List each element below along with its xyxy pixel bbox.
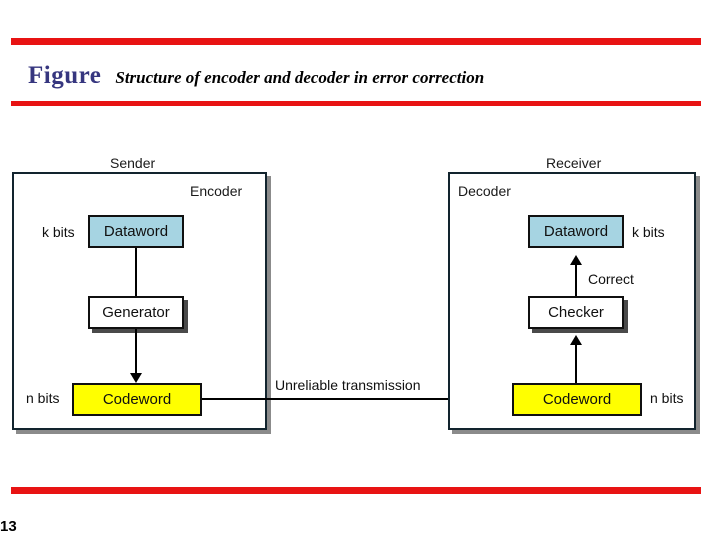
receiver-n-bits-label: n bits [650,390,684,406]
slide-title: Figure Structure of encoder and decoder … [28,62,484,96]
page-number: 13 [0,518,17,535]
receiver-checker-box: Checker [528,296,624,329]
figure-caption: Structure of encoder and decoder in erro… [115,68,485,87]
sender-generator-to-codeword-line [135,329,137,379]
receiver-codeword-label: Codeword [542,391,612,408]
receiver-checker-to-dataword-line [575,265,577,296]
receiver-dataword-label: Dataword [543,223,609,240]
sender-generator-label: Generator [102,304,170,321]
sender-codeword-label: Codeword [102,391,172,408]
sender-dataword-to-generator-line [135,248,137,296]
sender-generator-box: Generator [88,296,184,329]
receiver-k-bits-label: k bits [632,224,665,240]
receiver-header: Receiver [546,155,602,171]
sender-header: Sender [110,155,156,171]
figure-label: Figure [28,62,102,89]
sender-codeword-box: Codeword [72,383,202,416]
receiver-dataword-arrowhead [570,255,582,265]
sender-k-bits-label: k bits [42,224,75,240]
sender-codeword-arrowhead [130,373,142,383]
receiver-dataword-box: Dataword [528,215,624,248]
top-rule [11,38,701,45]
decoder-caption: Decoder [458,183,511,199]
transmission-label: Unreliable transmission [273,377,423,393]
sender-n-bits-label: n bits [26,390,60,406]
sender-dataword-box: Dataword [88,215,184,248]
receiver-checker-arrowhead [570,335,582,345]
correct-label: Correct [588,271,634,287]
sender-dataword-label: Dataword [103,223,169,240]
transmission-line [202,398,512,400]
encoder-caption: Encoder [190,183,243,199]
receiver-codeword-to-checker-line [575,345,577,383]
receiver-checker-label: Checker [548,304,604,321]
receiver-codeword-box: Codeword [512,383,642,416]
middle-rule [11,101,701,106]
bottom-rule [11,487,701,494]
